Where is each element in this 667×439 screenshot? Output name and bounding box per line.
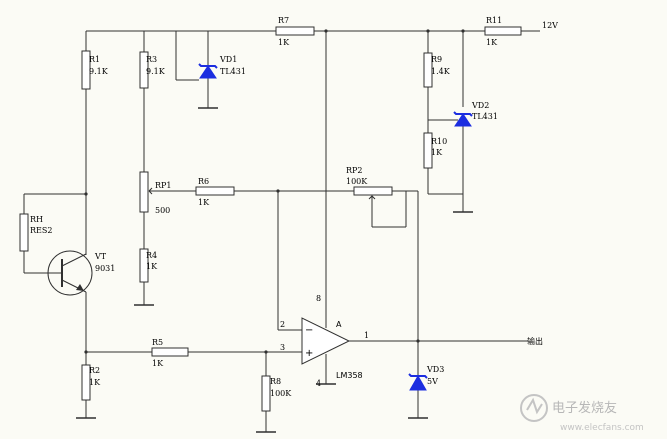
pin-label-ground: 4 [316, 379, 321, 388]
rp1-wiper-arrow-icon [148, 187, 154, 195]
resistor-rh [19, 213, 29, 252]
vd3-triangle-icon [409, 374, 427, 391]
label-r8-value: 100K [270, 389, 292, 398]
resistor-r7 [275, 26, 315, 36]
vd1-bar-icon [198, 63, 218, 69]
resistor-r9 [423, 52, 433, 88]
resistor-r10 [423, 132, 433, 169]
resistor-r11 [484, 26, 522, 36]
label-r6-ref: R6 [198, 177, 209, 186]
watermark-logo-mark-icon [526, 397, 543, 415]
label-vd2-ref: VD2 [471, 101, 489, 110]
watermark-logo-icon [520, 394, 548, 422]
watermark-brand: 电子发烧友 [552, 400, 617, 416]
junction-dot [461, 29, 465, 33]
junctions [84, 29, 465, 354]
label-vd3-value: 5V [427, 377, 438, 386]
opamp-lm358: − + [301, 317, 351, 365]
wires [23, 30, 540, 432]
label-vd3-ref: VD3 [426, 365, 444, 374]
label-r10-value: 1K [431, 148, 443, 157]
resistor-r4 [139, 248, 149, 283]
label-rp1-ref: RP1 [155, 181, 172, 190]
junction-dot [264, 350, 268, 354]
label-vt-value: 9031 [95, 264, 115, 273]
label-r10-ref: R10 [431, 137, 447, 146]
label-r7-ref: R7 [278, 16, 289, 25]
transistor-collector [61, 253, 87, 267]
label-r5-value: 1K [152, 359, 164, 368]
label-vd1-ref: VD1 [219, 55, 237, 64]
watermark: 电子发烧友 www.elecfans.com [520, 394, 644, 433]
potentiometer-rp2 [353, 186, 393, 196]
label-opamp-ref: A [336, 320, 342, 329]
label-r7-value: 1K [278, 38, 290, 47]
transistor-vt [47, 250, 93, 296]
label-r11-value: 1K [486, 38, 498, 47]
potentiometer-rp1 [139, 171, 149, 213]
ground-symbols [76, 107, 473, 433]
net-label-output: 输出 [527, 336, 543, 346]
pin-label-non-inverting: 3 [280, 343, 285, 352]
label-r2-ref: R2 [89, 366, 100, 375]
transistor-body-icon [47, 250, 93, 296]
rp2-wiper-arrow-icon [368, 195, 376, 203]
label-rh-value: RES2 [30, 226, 52, 235]
resistor-r6 [195, 186, 235, 196]
junction-dot [324, 29, 328, 33]
label-vd2-value: TL431 [472, 112, 498, 121]
regulator-vd2 [452, 111, 473, 127]
resistor-r1 [81, 50, 91, 90]
label-rp1-value: 500 [155, 206, 170, 215]
label-r8-ref: R8 [270, 377, 281, 386]
labels: R1 9.1K R3 9.1K VD1 TL431 R7 1K R11 1K 1… [30, 16, 558, 398]
label-r4-value: 1K [146, 262, 158, 271]
regulator-vd1 [198, 63, 218, 79]
junction-dot [84, 350, 88, 354]
zener-vd3 [408, 373, 428, 391]
pin-label-inverting: 2 [280, 320, 285, 329]
junction-dot [426, 29, 430, 33]
opamp-plus-sign: + [305, 348, 313, 359]
junction-dot [416, 339, 420, 343]
resistor-r8 [261, 375, 271, 412]
label-r3-ref: R3 [146, 55, 157, 64]
pin-label-supply: 8 [316, 294, 321, 303]
label-vd1-value: TL431 [220, 67, 246, 76]
net-label-12v: 12V [542, 21, 558, 30]
label-r3-value: 9.1K [146, 67, 166, 76]
resistor-r2 [81, 364, 91, 401]
label-r2-value: 1K [89, 378, 101, 387]
vd3-bar-icon [408, 373, 428, 379]
label-rp2-value: 100K [346, 177, 368, 186]
label-r1-value: 9.1K [89, 67, 109, 76]
resistor-r3 [139, 51, 149, 89]
vd2-bar-icon [453, 111, 473, 117]
watermark-site: www.elecfans.com [560, 423, 644, 433]
junction-dot [84, 192, 88, 196]
vd2-triangle-icon [454, 113, 472, 127]
label-r9-value: 1.4K [431, 67, 451, 76]
label-r4-ref: R4 [146, 251, 157, 260]
label-vt-ref: VT [94, 252, 107, 261]
label-r11-ref: R11 [486, 16, 502, 25]
label-rh-ref: RH [30, 215, 43, 224]
opamp-triangle-icon [301, 317, 351, 365]
opamp-minus-sign: − [305, 325, 313, 336]
vd1-triangle-icon [199, 65, 217, 79]
transistor-emitter-arrow-icon [76, 284, 84, 291]
junction-dot [276, 189, 280, 193]
label-r9-ref: R9 [431, 55, 442, 64]
label-rp2-ref: RP2 [346, 166, 363, 175]
label-r6-value: 1K [198, 198, 210, 207]
pin-label-output: 1 [364, 331, 369, 340]
label-r1-ref: R1 [89, 55, 100, 64]
label-opamp-value: LM358 [336, 371, 363, 380]
resistor-r5 [151, 347, 189, 357]
label-r5-ref: R5 [152, 338, 163, 347]
